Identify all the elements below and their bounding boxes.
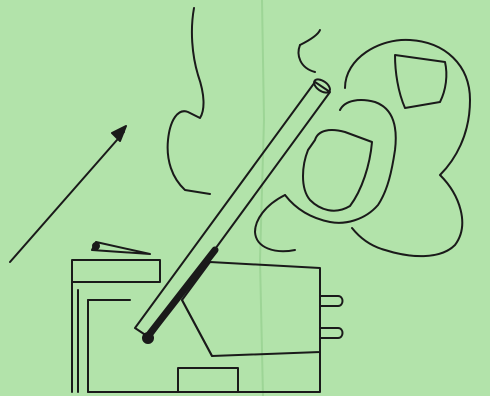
stylus-point [143,333,153,343]
lever-pivot [93,243,99,249]
